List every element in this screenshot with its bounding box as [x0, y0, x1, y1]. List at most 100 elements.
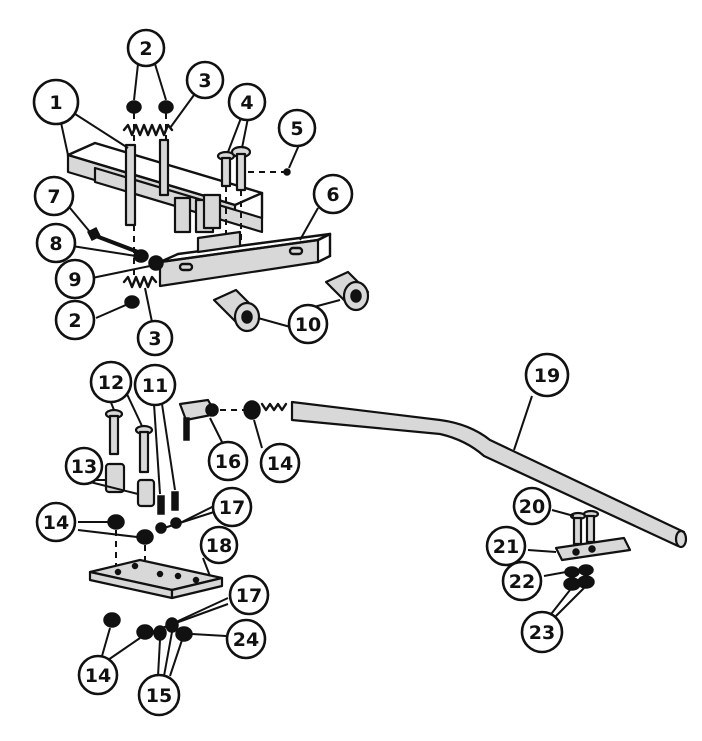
callout-6: 6	[312, 173, 354, 215]
callout-22: 22	[501, 560, 543, 602]
callout-circle	[35, 501, 77, 543]
callout-circle	[64, 446, 104, 486]
callout-number: 22	[509, 571, 535, 593]
callout-3: 3	[136, 319, 174, 357]
part-nut-lower	[122, 275, 158, 309]
callout-5: 5	[277, 108, 317, 148]
callout-3: 3	[185, 60, 225, 100]
callout-number: 15	[146, 685, 172, 707]
callout-circle	[89, 360, 133, 404]
callout-circle	[287, 303, 329, 345]
callout-number: 2	[68, 310, 81, 332]
callout-number: 14	[85, 665, 111, 687]
part-rod-bracket	[554, 509, 632, 591]
callout-19: 19	[524, 352, 570, 398]
callout-number: 18	[206, 535, 232, 557]
callout-8: 8	[35, 222, 77, 264]
callout-number: 10	[295, 314, 321, 336]
callout-circle	[225, 618, 267, 660]
part-ball-joint	[178, 398, 246, 441]
callout-circle	[512, 486, 552, 526]
callout-circle	[133, 363, 177, 407]
part-flat-bar	[158, 230, 332, 288]
callout-number: 21	[493, 536, 519, 558]
callout-number: 23	[529, 622, 555, 644]
callout-number: 5	[290, 118, 303, 140]
callout-number: 8	[49, 233, 62, 255]
callout-circle	[524, 352, 570, 398]
callout-number: 11	[142, 375, 168, 397]
callout-number: 17	[236, 585, 262, 607]
part-small-pin	[248, 168, 291, 176]
callout-circle	[185, 60, 225, 100]
callout-18: 18	[199, 525, 239, 565]
callout-number: 14	[43, 512, 69, 534]
part-hex-bolt	[86, 226, 140, 254]
callout-circle	[54, 299, 96, 341]
callout-16: 16	[207, 440, 249, 482]
callout-circle	[501, 560, 543, 602]
leader-lines	[59, 63, 585, 677]
callout-9: 9	[54, 258, 96, 300]
callout-number: 1	[49, 92, 62, 114]
part-spacers	[104, 462, 156, 508]
callout-number: 12	[98, 372, 124, 394]
callout-10: 10	[287, 303, 329, 345]
callout-circle	[312, 173, 354, 215]
callout-circle	[35, 222, 77, 264]
callout-circle	[54, 258, 96, 300]
callout-number: 3	[198, 70, 211, 92]
callout-number: 20	[519, 496, 545, 518]
part-carriage-bolts	[216, 145, 252, 240]
part-nut-top	[126, 100, 174, 114]
callout-number: 19	[534, 365, 560, 387]
callout-14: 14	[35, 501, 77, 543]
callout-number: 14	[267, 453, 293, 475]
part-spring-top	[122, 123, 174, 137]
callout-12: 12	[89, 360, 133, 404]
callout-circle	[211, 486, 253, 528]
part-small-bolts	[157, 491, 179, 515]
callout-13: 13	[64, 446, 104, 486]
callout-24: 24	[225, 618, 267, 660]
callout-circle	[137, 673, 181, 717]
callout-2: 2	[126, 28, 166, 68]
callout-4: 4	[227, 82, 267, 122]
callout-number: 6	[326, 184, 339, 206]
callout-number: 24	[233, 629, 259, 651]
callout-number: 16	[215, 451, 241, 473]
callout-14: 14	[77, 654, 119, 696]
callout-circle	[277, 108, 317, 148]
callout-circle	[77, 654, 119, 696]
callout-circle	[520, 610, 564, 654]
callout-circle	[259, 442, 301, 484]
callout-1: 1	[32, 78, 80, 126]
callout-11: 11	[133, 363, 177, 407]
callout-number: 17	[219, 497, 245, 519]
part-under-plate-hardware	[103, 612, 193, 642]
callout-17: 17	[228, 574, 270, 616]
callout-circle	[32, 78, 80, 126]
callout-7: 7	[33, 175, 75, 217]
callout-number: 4	[240, 92, 253, 114]
callout-14: 14	[259, 442, 301, 484]
callout-number: 13	[71, 456, 97, 478]
callout-2: 2	[54, 299, 96, 341]
callout-20: 20	[512, 486, 552, 526]
callout-number: 2	[139, 38, 152, 60]
callout-circle	[228, 574, 270, 616]
part-washer-nut	[133, 249, 164, 271]
part-base-plate	[88, 558, 224, 600]
callout-number: 3	[148, 328, 161, 350]
callout-15: 15	[137, 673, 181, 717]
callout-circle	[199, 525, 239, 565]
callout-circle	[136, 319, 174, 357]
callout-circle	[207, 440, 249, 482]
callout-17: 17	[211, 486, 253, 528]
part-channel-bracket	[66, 141, 264, 234]
callout-23: 23	[520, 610, 564, 654]
part-steering-rod	[243, 400, 688, 549]
